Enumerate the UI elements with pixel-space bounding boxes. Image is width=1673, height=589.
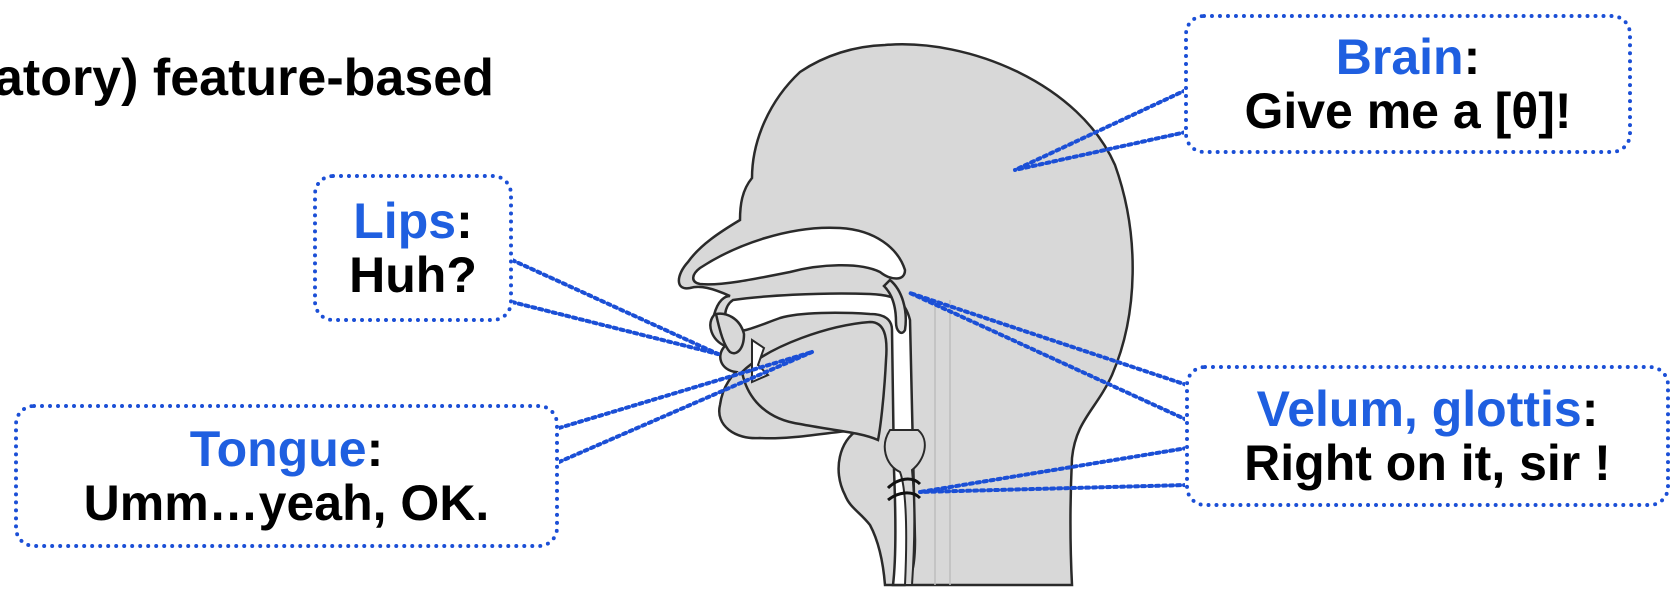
tongue-speech-bubble: Tongue: Umm…yeah, OK. [14, 404, 559, 548]
velum-glottis-speech-bubble: Velum, glottis: Right on it, sir ! [1185, 365, 1670, 507]
lips-speaker-line: Lips: [353, 194, 472, 248]
brain-speaker-label: Brain [1336, 29, 1464, 85]
slide-heading: atory) feature-based [0, 52, 494, 104]
lips-speaker-label: Lips [353, 193, 456, 249]
velum-speaker-line: Velum, glottis: [1257, 382, 1599, 436]
brain-speech-text: Give me a [θ]! [1244, 84, 1571, 138]
tongue-speech-text: Umm…yeah, OK. [84, 476, 490, 530]
tongue-speaker-line: Tongue: [190, 422, 383, 476]
velum-speech-text: Right on it, sir ! [1244, 436, 1611, 490]
lips-colon: : [456, 193, 473, 249]
velum-colon: : [1582, 381, 1599, 437]
lips-speech-bubble: Lips: Huh? [313, 174, 513, 322]
lips-pointer-line [512, 302, 718, 354]
brain-colon: : [1464, 29, 1481, 85]
tongue-speaker-label: Tongue [190, 421, 367, 477]
velum-speaker-label: Velum, glottis [1257, 381, 1582, 437]
brain-speaker-line: Brain: [1336, 30, 1480, 84]
lips-speech-text: Huh? [349, 248, 477, 302]
tongue-colon: : [367, 421, 384, 477]
brain-speech-bubble: Brain: Give me a [θ]! [1184, 14, 1632, 154]
